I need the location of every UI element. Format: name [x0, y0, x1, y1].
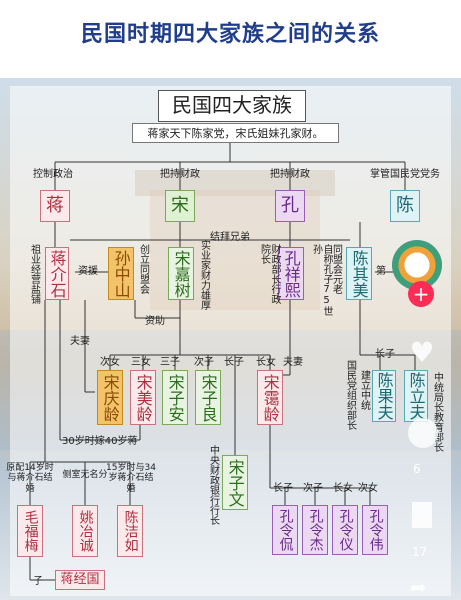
person-jiang-jieshi: 蒋介石 — [45, 247, 69, 300]
person-sun-zhongshan: 孙中山 — [108, 247, 134, 300]
kong-rank-3: 长女 — [333, 483, 353, 494]
family-box-jiang: 蒋 — [40, 190, 70, 222]
save-count: 17 — [412, 545, 428, 559]
rank-sannv: 三女 — [131, 357, 151, 368]
sworn-brothers-label: 结拜兄弟 — [210, 232, 250, 243]
ziwen-note: 中央财政银行行长 — [207, 445, 219, 525]
family-role-chen: 掌管国民党党务 — [370, 169, 440, 180]
person-kong-lingjie: 孔令杰 — [302, 505, 328, 555]
wife1-note: 原配14岁时与蒋介石结婚 — [6, 463, 54, 494]
guofu-note: 国民党组织部长 — [344, 360, 356, 430]
person-yao-yecheng: 姚冶诚 — [72, 505, 98, 557]
husband-wife-label-1: 夫妻 — [70, 336, 90, 347]
rank-cizi: 次子 — [194, 357, 214, 368]
kong-rank-4: 次女 — [358, 483, 378, 494]
guofu-note-2: 建立中统 — [358, 370, 370, 410]
person-song-ailing: 宋霭龄 — [257, 370, 283, 425]
person-song-jiashu: 宋嘉树 — [168, 247, 194, 300]
family-box-chen: 陈 — [390, 190, 420, 222]
age-note: 30岁时嫁40岁蒋 — [62, 436, 138, 447]
person-chen-jieru: 陈洁如 — [117, 505, 143, 557]
page-title: 民国时期四大家族之间的关系 — [80, 22, 380, 47]
wife3-note: 15岁时与34岁蒋介石结婚 — [106, 463, 156, 494]
main-title: 民国四大家族 — [158, 90, 306, 122]
chen-rank-zhangzi: 长子 — [375, 349, 395, 360]
rank-zhangzi: 长子 — [224, 357, 244, 368]
family-box-kong: 孔 — [275, 190, 305, 222]
family-role-kong: 把持财政 — [270, 169, 310, 180]
person-kong-lingkan: 孔令侃 — [272, 505, 298, 555]
rank-sanzi: 三子 — [160, 357, 180, 368]
person-chen-qimei: 陈其美 — [346, 247, 372, 300]
family-role-song: 把持财政 — [160, 169, 200, 180]
husband-wife-label-2: 夫妻 — [283, 357, 303, 368]
kong-rank-2: 次子 — [303, 483, 323, 494]
person-song-ziwen: 宋子文 — [222, 455, 248, 510]
person-chen-guofu: 陈果夫 — [372, 370, 396, 422]
person-kong-lingwei: 孔令伟 — [362, 505, 388, 555]
kong-note: 财政部长行政院长 — [258, 244, 281, 304]
person-song-ziyan: 宋子安 — [162, 370, 188, 425]
header-bar: 民国时期四大家族之间的关系 — [0, 0, 461, 78]
song-note: 实业家财力雄厚 — [198, 240, 210, 310]
person-song-ziliang: 宋子良 — [195, 370, 221, 425]
comment-count: 6 — [413, 462, 421, 476]
person-mao-fumei: 毛福梅 — [17, 505, 43, 557]
kong-rank-1: 长子 — [273, 483, 293, 494]
person-song-qingling: 宋庆龄 — [97, 370, 123, 425]
main-subtitle: 蒋家天下陈家党，宋氏姐妹孔家财。 — [132, 123, 339, 143]
lifu-note: 中统局长教育部长 — [431, 372, 443, 452]
ziyuan-top-label: 资援 — [78, 266, 98, 277]
comment-icon[interactable] — [408, 418, 438, 448]
jiang-note: 祖业经营盐铺 — [28, 244, 40, 304]
add-follow-icon[interactable]: + — [408, 281, 434, 307]
person-song-meiling: 宋美龄 — [130, 370, 156, 425]
chen-note: 同盟会元老 — [330, 244, 342, 294]
person-kong-lingyi: 孔令仪 — [332, 505, 358, 555]
son-label: 子 — [33, 576, 43, 587]
family-box-song: 宋 — [165, 190, 195, 222]
bookmark-icon[interactable] — [412, 502, 432, 528]
person-chen-lifu: 陈立夫 — [404, 370, 428, 422]
chen-di-label: 第 — [376, 266, 386, 277]
person-jiang-jingguo: 蒋经国 — [55, 570, 105, 590]
wife2-note: 侧室无名分 — [62, 470, 108, 480]
rank-cinv: 次女 — [100, 357, 120, 368]
ziyuan-mid-label: 资助 — [145, 316, 165, 327]
rank-zhangnv: 长女 — [256, 357, 276, 368]
like-icon[interactable]: ♥ — [409, 336, 435, 369]
sun-note: 创立同盟会 — [137, 244, 149, 294]
family-role-jiang: 控制政治 — [33, 169, 73, 180]
person-kong-xiangxi: 孔祥熙 — [278, 247, 304, 300]
kong-note-2: 自称孔子75世孙 — [310, 244, 333, 316]
share-icon[interactable]: ➦ — [410, 575, 427, 599]
